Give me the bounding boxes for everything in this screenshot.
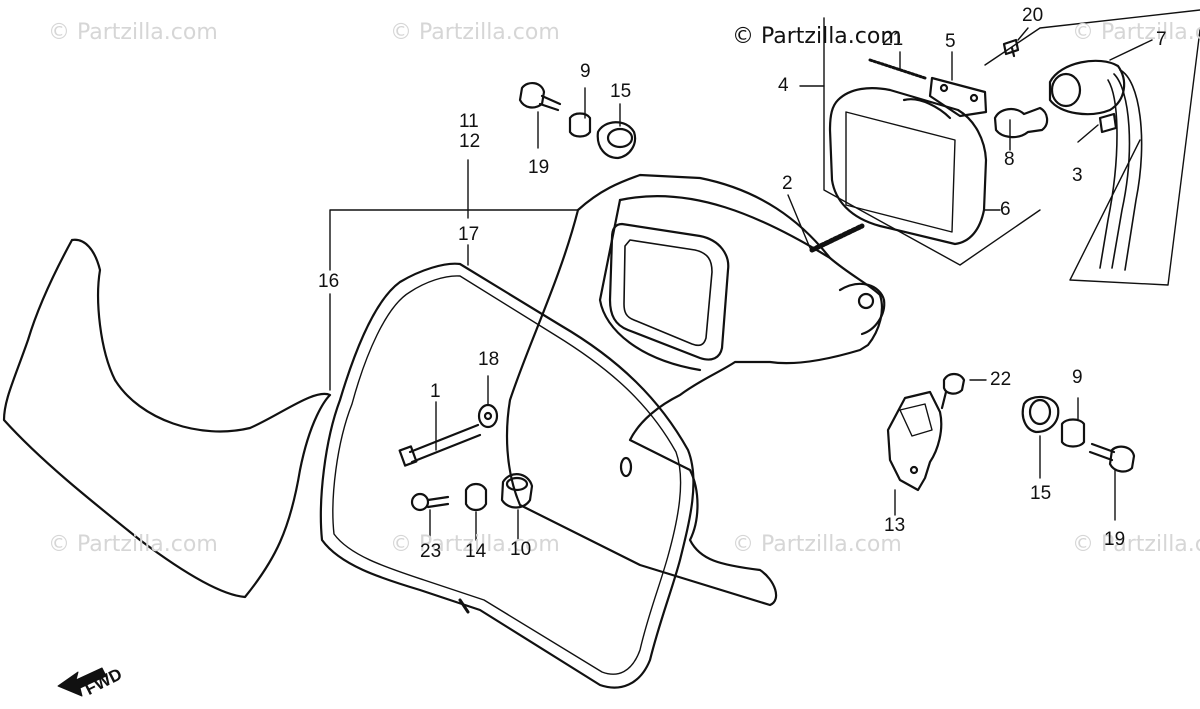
callout-2: 2 xyxy=(782,173,793,194)
grommet-10 xyxy=(500,473,534,509)
watermark-main: © Partzilla.com xyxy=(732,24,902,49)
bracket-13 xyxy=(886,390,943,492)
collar-9-top xyxy=(568,112,592,138)
bolt-22 xyxy=(940,372,966,410)
callout-20: 20 xyxy=(1022,5,1044,26)
seal-gasket xyxy=(319,262,695,689)
number-plate xyxy=(2,238,332,599)
callout-17: 17 xyxy=(458,224,480,245)
fwd-arrow xyxy=(57,667,107,697)
collar-14 xyxy=(464,482,488,512)
callout-15-right: 15 xyxy=(1030,483,1052,504)
callout-9-top: 9 xyxy=(580,61,591,82)
watermark-text: © Partzilla.com xyxy=(1072,20,1200,45)
socket-wires xyxy=(1099,69,1143,271)
watermark-text: © Partzilla.com xyxy=(1072,532,1200,557)
watermark-text: © Partzilla.com xyxy=(48,20,218,45)
watermark-text: © Partzilla.com xyxy=(390,20,560,45)
bolt-1 xyxy=(408,423,482,464)
watermark-text: © Partzilla.com xyxy=(48,532,218,557)
callout-22: 22 xyxy=(990,369,1012,390)
grommet-15-top xyxy=(596,121,637,160)
callout-9-right: 9 xyxy=(1072,367,1083,388)
callout-5: 5 xyxy=(945,31,956,52)
callout-15-top: 15 xyxy=(610,81,632,102)
spring-21 xyxy=(868,58,927,80)
callout-3: 3 xyxy=(1072,165,1083,186)
callout-21: 21 xyxy=(882,29,904,50)
headlight-unit xyxy=(828,87,988,246)
callout-19-top: 19 xyxy=(528,157,550,178)
callout-12: 12 xyxy=(459,131,481,152)
headlight-bracket xyxy=(928,76,988,118)
screw-23 xyxy=(410,492,430,512)
bulb-8 xyxy=(993,106,1049,139)
grommet-15-right xyxy=(1021,395,1060,434)
washer-18 xyxy=(477,403,499,429)
callout-14: 14 xyxy=(465,541,487,562)
callout-6: 6 xyxy=(1000,199,1011,220)
collar-9-right xyxy=(1060,418,1086,448)
headlight-opening xyxy=(608,222,730,361)
bolt-19-right xyxy=(1088,442,1116,462)
callout-4: 4 xyxy=(778,75,789,96)
nut-3 xyxy=(1098,112,1118,134)
watermark-text: © Partzilla.com xyxy=(390,532,560,557)
callout-8: 8 xyxy=(1004,149,1015,170)
callout-10: 10 xyxy=(510,539,532,560)
callout-13: 13 xyxy=(884,515,906,536)
callout-16: 16 xyxy=(318,271,340,292)
callout-7: 7 xyxy=(1156,29,1167,50)
callout-11: 11 xyxy=(459,111,479,132)
callout-23: 23 xyxy=(420,541,442,562)
callout-18: 18 xyxy=(478,349,500,370)
watermark-text: © Partzilla.com xyxy=(732,532,902,557)
spring-2 xyxy=(809,223,865,253)
callout-1: 1 xyxy=(430,381,441,402)
socket-7 xyxy=(1048,59,1126,116)
callout-19-right: 19 xyxy=(1104,529,1126,550)
